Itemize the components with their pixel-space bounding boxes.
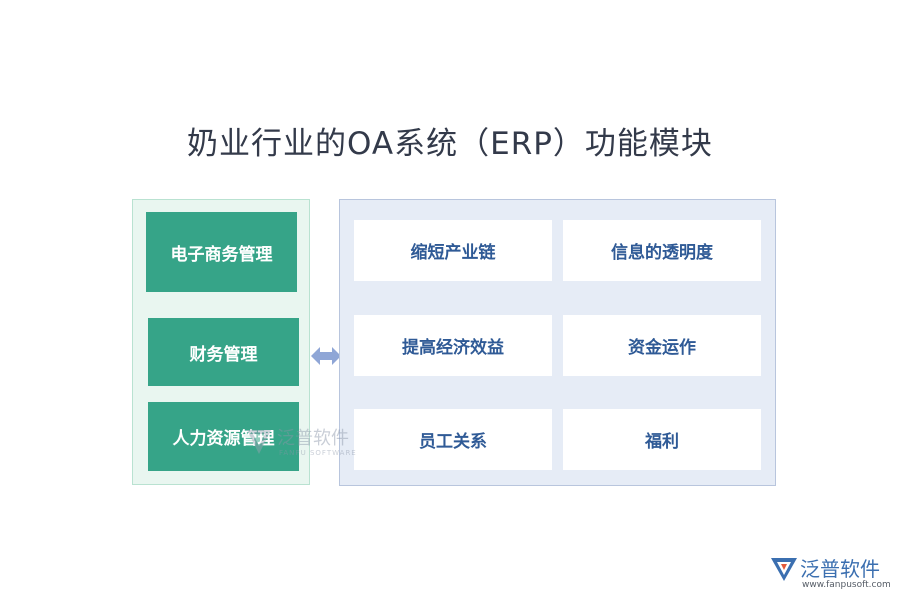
brand-logo: 泛普软件 www.fanpusoft.com — [770, 553, 896, 597]
double-arrow-icon — [311, 347, 341, 365]
diagram-title: 奶业行业的OA系统（ERP）功能模块 — [187, 126, 713, 162]
watermark: 泛普软件 FANPU SOFTWARE — [245, 424, 365, 464]
right-item-fund-operation: 资金运作 — [563, 315, 761, 376]
right-feature-panel: 缩短产业链 信息的透明度 提高经济效益 资金运作 员工关系 福利 — [339, 199, 776, 486]
brand-name: 泛普软件 — [800, 557, 880, 581]
right-item-welfare: 福利 — [563, 409, 761, 470]
right-item-employee-relations: 员工关系 — [354, 409, 552, 470]
right-item-economic-benefit: 提高经济效益 — [354, 315, 552, 376]
brand-logo-icon — [771, 558, 797, 581]
watermark-english: FANPU SOFTWARE — [279, 449, 357, 457]
left-item-hr: 人力资源管理 — [148, 402, 299, 471]
watermark-name: 泛普软件 — [277, 428, 349, 449]
right-item-shorten-chain: 缩短产业链 — [354, 220, 552, 281]
brand-url: www.fanpusoft.com — [802, 580, 891, 590]
right-item-info-transparency: 信息的透明度 — [563, 220, 761, 281]
watermark-logo-icon — [247, 430, 271, 454]
left-module-panel: 电子商务管理 财务管理 人力资源管理 — [132, 199, 310, 485]
left-item-ecommerce: 电子商务管理 — [146, 212, 297, 292]
left-item-finance: 财务管理 — [148, 318, 299, 386]
